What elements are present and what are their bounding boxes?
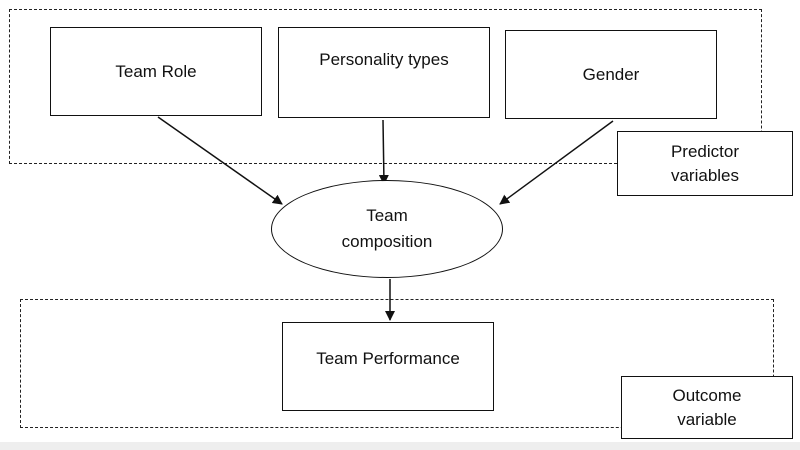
bottom-border-band (0, 442, 800, 450)
arrow-team-role-to-composition (157, 116, 283, 205)
personality-types-box: Personality types (278, 27, 490, 118)
team-role-label: Team Role (115, 61, 197, 81)
gender-label: Gender (582, 64, 640, 84)
arrow-gender-to-composition (499, 120, 614, 205)
team-performance-label: Team Performance (316, 349, 460, 368)
personality-types-label: Personality types (319, 50, 449, 69)
outcome-group-frame (20, 299, 774, 428)
predictor-variables-line-1: Predictor (670, 141, 739, 161)
predictor-variables-label: Predictor variables (671, 140, 739, 188)
predictor-group-frame (9, 9, 762, 164)
team-performance-box: Team Performance (282, 322, 494, 411)
predictor-variables-legend: Predictor variables (617, 131, 793, 196)
outcome-variable-legend: Outcome variable (621, 376, 793, 439)
team-composition-line-2: composition (341, 232, 433, 251)
gender-box: Gender (505, 30, 717, 119)
predictor-variables-line-2: variables (670, 165, 740, 185)
team-role-box: Team Role (50, 27, 262, 116)
team-composition-label: Team composition (342, 203, 433, 256)
team-composition-line-1: Team (366, 205, 408, 225)
outcome-variable-label: Outcome variable (673, 384, 742, 432)
outcome-variable-line-1: Outcome (672, 385, 742, 405)
outcome-variable-line-2: variable (677, 409, 737, 429)
team-composition-ellipse: Team composition (271, 180, 503, 278)
arrow-personality-to-composition (378, 119, 389, 185)
